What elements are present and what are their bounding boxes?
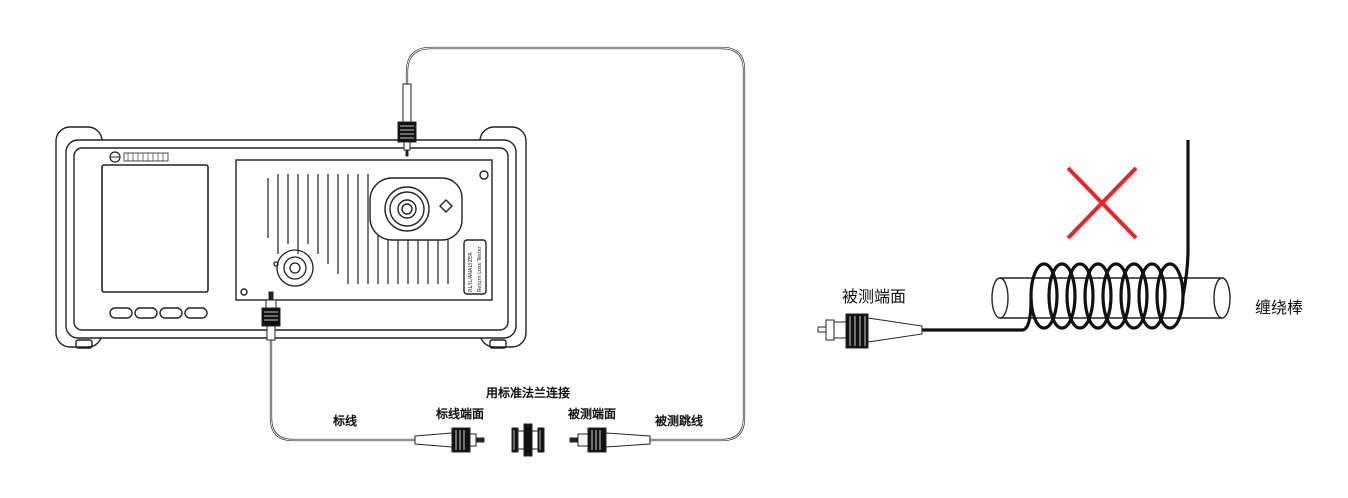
- reference-cable: [269, 330, 415, 442]
- soft-key: [159, 307, 183, 319]
- top-connector: [397, 83, 417, 157]
- flange-adapter: [511, 423, 545, 457]
- ref-cable-end-label: 标线端面: [436, 407, 485, 421]
- test-end-connector: [569, 427, 651, 453]
- soft-key: [109, 307, 133, 319]
- device-screen: [101, 164, 209, 293]
- test-jumper-cable: [405, 46, 746, 442]
- model-label-box: [463, 239, 487, 295]
- fiber-coil: [920, 140, 1190, 332]
- test-jumper-label: 被测跳线: [655, 414, 704, 428]
- right-test-end-connector: [817, 313, 923, 349]
- ref-cable-label: 标线: [333, 414, 358, 428]
- brand-logo: [109, 151, 169, 163]
- flange-connect-label: 用标准法兰连接: [486, 386, 571, 400]
- secondary-port: [273, 249, 314, 287]
- model-sub-text: Return Loss Tester: [477, 245, 483, 292]
- winding-rod-label: 缠绕棒: [1255, 298, 1304, 317]
- main-port: [369, 177, 463, 241]
- soft-key: [134, 307, 158, 319]
- bottom-device-connector: [261, 291, 281, 341]
- front-panel: [235, 159, 493, 301]
- forbidden-x-mark: [1066, 166, 1138, 240]
- model-label-text: RL/IL/ANALYZER: [468, 252, 474, 292]
- vent-slots: [267, 174, 449, 284]
- soft-key: [184, 307, 208, 319]
- right-test-end-label: 被测端面: [842, 287, 907, 306]
- test-end-label: 被测端面: [568, 407, 617, 421]
- instrument-device: [55, 126, 527, 349]
- reference-end-connector: [414, 427, 485, 453]
